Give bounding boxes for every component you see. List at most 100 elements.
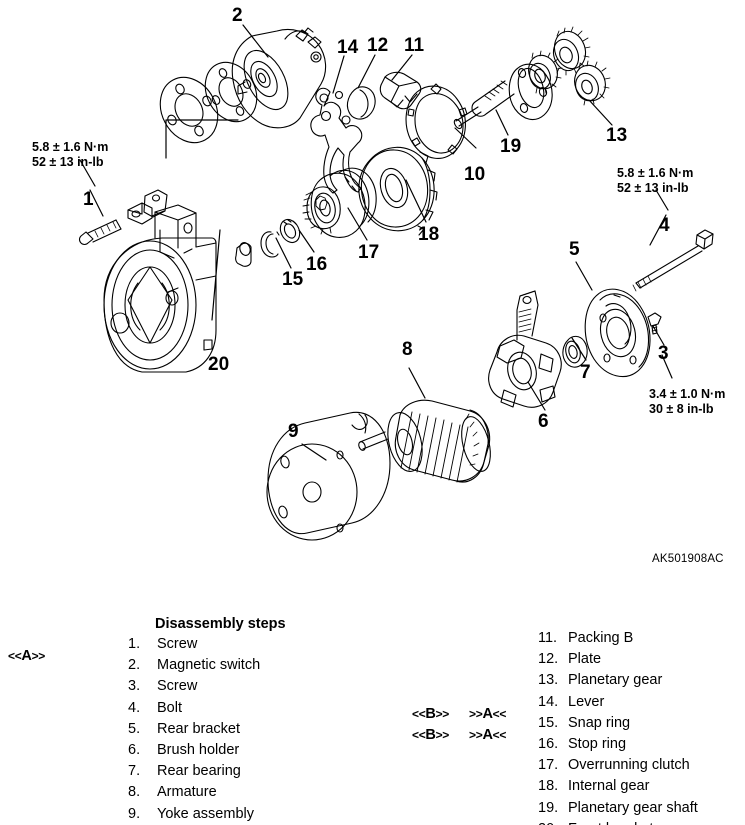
steps-column-right: 11. Packing B 12. Plate 13. Planetary ge… bbox=[538, 628, 698, 825]
callout-2: 2 bbox=[232, 5, 243, 26]
step-number: 20. bbox=[538, 819, 568, 825]
step-item-6: 6. Brush holder bbox=[128, 740, 260, 761]
callout-4: 4 bbox=[659, 215, 670, 236]
step-number: 11. bbox=[538, 630, 558, 646]
step-label: Yoke assembly bbox=[157, 805, 254, 822]
callout-19: 19 bbox=[500, 136, 522, 157]
step-label: Internal gear bbox=[568, 778, 650, 795]
step-item-1: 1. Screw bbox=[128, 634, 260, 655]
part-overrunning-clutch bbox=[302, 167, 377, 238]
step-label: Armature bbox=[157, 784, 217, 801]
part-packing-a bbox=[405, 83, 468, 159]
step-number: 2. bbox=[128, 657, 141, 674]
step-item-13: 13. Planetary gear bbox=[538, 670, 698, 691]
callout-10: 10 bbox=[464, 164, 486, 185]
part-terminal-bracket bbox=[127, 189, 168, 225]
step-item-20: 20. Front bracket bbox=[538, 819, 698, 825]
step-label: Screw bbox=[157, 678, 198, 695]
part-flange-ring-outer bbox=[159, 76, 219, 144]
marker-b-row-16: <<B>>>>A<< bbox=[412, 727, 507, 743]
part-rear-bracket bbox=[584, 288, 651, 378]
part-planetary-gear-shaft bbox=[453, 63, 553, 130]
callout-13: 13 bbox=[606, 125, 628, 146]
step-number: 19. bbox=[538, 799, 559, 816]
torque-spec-bolt-4: 5.8 ± 1.6 N·m 52 ± 13 in-lb bbox=[617, 166, 693, 196]
part-planetary-gear-b bbox=[528, 50, 563, 94]
step-label: Magnetic switch bbox=[157, 657, 261, 674]
step-item-17: 17. Overrunning clutch bbox=[538, 755, 698, 776]
callout-1: 1 bbox=[83, 189, 94, 210]
step-number: 17. bbox=[538, 757, 559, 774]
torque-imperial: 52 ± 13 in-lb bbox=[617, 180, 689, 195]
step-item-3: 3. Screw bbox=[128, 676, 260, 697]
step-number: 14. bbox=[538, 693, 559, 710]
part-lever bbox=[310, 87, 363, 194]
step-item-4: 4. Bolt bbox=[128, 698, 260, 719]
step-label: Bolt bbox=[157, 699, 182, 716]
step-number: 8. bbox=[128, 784, 141, 801]
step-label: Snap ring bbox=[568, 714, 631, 731]
step-item-9: 9. Yoke assembly bbox=[128, 804, 260, 825]
step-label: Screw bbox=[157, 636, 198, 652]
callout-12: 12 bbox=[367, 35, 389, 56]
part-planetary-gear-c bbox=[574, 60, 611, 106]
step-number: 16. bbox=[538, 735, 559, 752]
callout-15: 15 bbox=[282, 269, 304, 290]
part-flange-ring-inner bbox=[204, 61, 258, 123]
torque-imperial: 30 ± 8 in-lb bbox=[649, 401, 714, 416]
marker-b-row-15: <<B>>>>A<< bbox=[412, 706, 507, 722]
starter-exploded-drawing bbox=[78, 24, 714, 541]
part-bushing bbox=[235, 242, 252, 267]
step-label: Planetary gear bbox=[568, 672, 663, 689]
part-stop-ring bbox=[279, 218, 301, 244]
part-rear-bearing bbox=[562, 335, 588, 368]
step-item-8: 8. Armature bbox=[128, 782, 260, 803]
callout-17: 17 bbox=[358, 242, 380, 263]
callout-6: 6 bbox=[538, 411, 549, 432]
part-planetary-gear-a bbox=[552, 26, 591, 76]
step-item-2: 2. Magnetic switch bbox=[128, 655, 260, 676]
exploded-view-diagram: 5.8 ± 1.6 N·m 52 ± 13 in-lb 5.8 ± 1.6 N·… bbox=[32, 5, 725, 565]
disassembly-steps-title: Disassembly steps bbox=[155, 616, 286, 632]
step-item-19: 19. Planetary gear shaft bbox=[538, 798, 698, 819]
step-item-14: 14. Lever bbox=[538, 692, 698, 713]
step-item-18: 18. Internal gear bbox=[538, 776, 698, 797]
torque-metric: 5.8 ± 1.6 N·m bbox=[32, 140, 109, 154]
step-item-11: 11. Packing B bbox=[538, 628, 698, 649]
step-item-15: 15. Snap ring bbox=[538, 713, 698, 734]
step-label: Stop ring bbox=[568, 735, 627, 752]
step-number: 5. bbox=[128, 720, 141, 737]
part-screw-1 bbox=[78, 219, 122, 246]
part-screw-3 bbox=[647, 312, 662, 335]
step-number: 12. bbox=[538, 651, 559, 668]
callout-9: 9 bbox=[288, 421, 299, 442]
step-number: 18. bbox=[538, 778, 559, 795]
part-armature bbox=[358, 399, 491, 483]
step-label: Overrunning clutch bbox=[568, 757, 690, 774]
step-number: 3. bbox=[128, 678, 141, 695]
step-label: Rear bracket bbox=[157, 720, 241, 737]
callout-14: 14 bbox=[337, 37, 359, 58]
step-label: Lever bbox=[568, 693, 605, 710]
part-packing-b bbox=[379, 71, 422, 110]
part-internal-gear bbox=[358, 146, 438, 236]
step-number: 1. bbox=[128, 636, 141, 652]
callout-7: 7 bbox=[580, 362, 591, 383]
drawing-reference-code: AK501908AC bbox=[652, 553, 724, 565]
torque-metric: 5.8 ± 1.6 N·m bbox=[617, 166, 694, 180]
step-label: Brush holder bbox=[157, 741, 240, 758]
step-item-16: 16. Stop ring bbox=[538, 734, 698, 755]
part-brush-holder bbox=[488, 290, 562, 408]
step-label: Front bracket bbox=[568, 819, 653, 825]
part-snap-ring bbox=[260, 231, 280, 258]
step-number: 6. bbox=[128, 741, 141, 758]
torque-spec-screw-3: 3.4 ± 1.0 N·m 30 ± 8 in-lb bbox=[649, 387, 725, 417]
step-number: 4. bbox=[128, 699, 141, 716]
torque-spec-screw-1: 5.8 ± 1.6 N·m 52 ± 13 in-lb bbox=[32, 140, 108, 170]
step-number: 13. bbox=[538, 672, 559, 689]
step-label: Packing B bbox=[568, 630, 634, 646]
step-number: 9. bbox=[128, 805, 141, 822]
callout-5: 5 bbox=[569, 239, 580, 260]
callout-16: 16 bbox=[306, 254, 328, 275]
